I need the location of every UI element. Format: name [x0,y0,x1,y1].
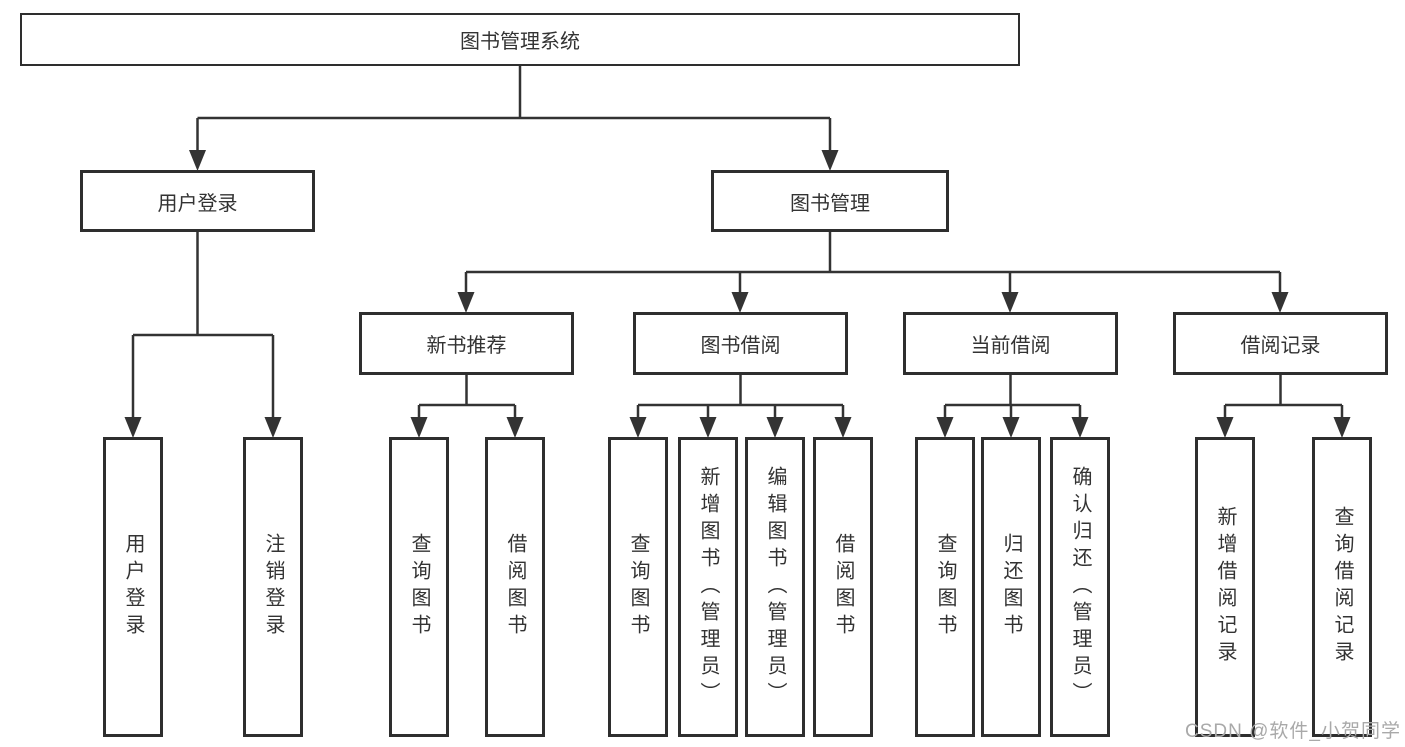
node-root-label: 图书管理系统 [460,31,580,53]
leaf-add-borrow-record: 新增借阅记录 [1195,437,1255,737]
leaf-logout-label: 注销登录 [262,533,284,641]
leaf-return-book-label: 归还图书 [1000,533,1022,641]
node-current-borrow: 当前借阅 [903,312,1118,375]
node-book-borrow-label: 图书借阅 [700,335,781,357]
node-borrow-records: 借阅记录 [1173,312,1388,375]
leaf-query-books-current: 查询图书 [915,437,975,737]
leaf-borrow-books-recommend: 借阅图书 [485,437,545,737]
leaf-user-login: 用户登录 [103,437,163,737]
leaf-query-books-current-label: 查询图书 [934,533,956,641]
node-book-management: 图书管理 [711,170,949,232]
leaf-edit-book-admin-label: 编辑图书（管理员） [764,465,786,709]
leaf-confirm-return-admin-label: 确认归还（管理员） [1069,465,1091,709]
node-new-book-recommend: 新书推荐 [359,312,574,375]
leaf-query-books-recommend: 查询图书 [389,437,449,737]
leaf-borrow-books-recommend-label: 借阅图书 [504,533,526,641]
leaf-return-book: 归还图书 [981,437,1041,737]
node-book-borrow: 图书借阅 [633,312,848,375]
node-new-book-recommend-label: 新书推荐 [426,335,507,357]
arrowheads [124,150,1351,438]
leaf-add-borrow-record-label: 新增借阅记录 [1214,506,1236,668]
leaf-user-login-label: 用户登录 [122,533,144,641]
leaf-query-books-recommend-label: 查询图书 [408,533,430,641]
leaf-confirm-return-admin: 确认归还（管理员） [1050,437,1110,737]
node-user-login: 用户登录 [80,170,315,232]
node-user-login-label: 用户登录 [157,192,238,215]
leaf-borrow-books-label: 借阅图书 [832,533,854,641]
leaf-add-book-admin-label: 新增图书（管理员） [697,465,719,709]
leaf-borrow-books: 借阅图书 [813,437,873,737]
leaf-logout: 注销登录 [243,437,303,737]
csdn-watermark: CSDN @软件_小贺同学 [1185,721,1401,742]
leaf-add-book-admin: 新增图书（管理员） [678,437,738,737]
leaf-query-books-borrow: 查询图书 [608,437,668,737]
node-current-borrow-label: 当前借阅 [970,335,1051,357]
leaf-query-borrow-record: 查询借阅记录 [1312,437,1372,737]
leaf-query-books-borrow-label: 查询图书 [627,533,649,641]
leaf-edit-book-admin: 编辑图书（管理员） [745,437,805,737]
leaf-query-borrow-record-label: 查询借阅记录 [1331,506,1353,668]
node-root: 图书管理系统 [20,13,1020,66]
node-book-management-label: 图书管理 [790,192,870,215]
node-borrow-records-label: 借阅记录 [1240,335,1321,357]
